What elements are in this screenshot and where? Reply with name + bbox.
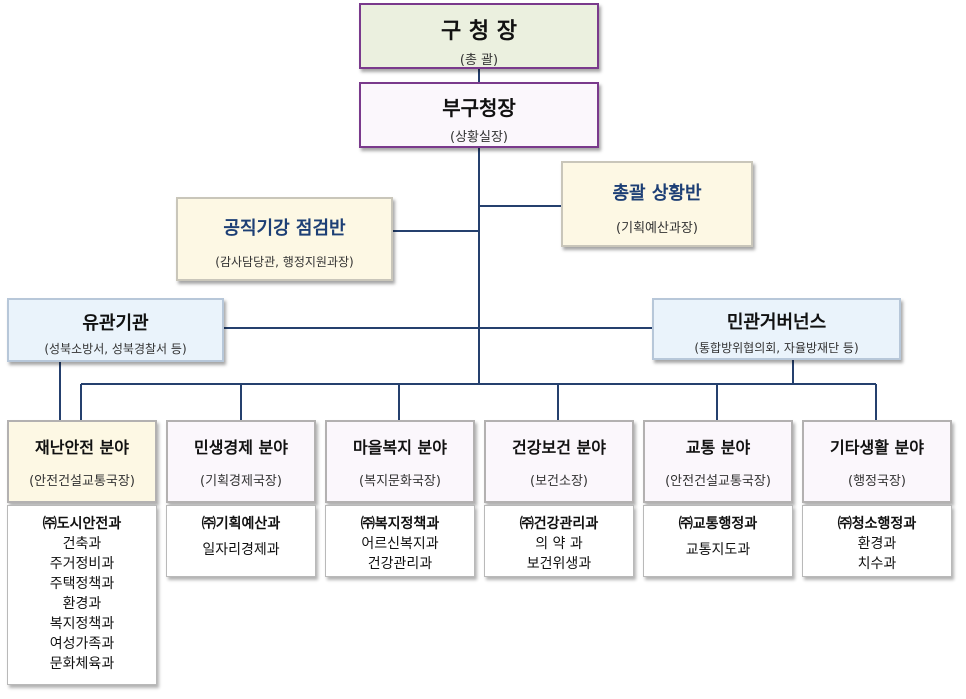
governance-box: 민관거버넌스 (통합방위협의회, 자율방재단 등)	[652, 298, 901, 360]
department-item: 건강관리과	[367, 556, 433, 572]
head-title: 구 청 장	[440, 19, 518, 44]
department-item: 환경과	[857, 536, 897, 552]
sector-title: 민생경제 분야	[194, 438, 288, 457]
department-list: ㈜기획예산과 일자리경제과	[166, 505, 316, 577]
sector-title: 교통 분야	[685, 438, 751, 457]
sector-head: (복지문화국장)	[359, 474, 441, 489]
related-agencies-title: 유관기관	[82, 313, 149, 334]
lead-department: ㈜교통행정과	[678, 516, 758, 532]
sector-title: 기타생활 분야	[830, 438, 924, 457]
sector-head: (보건소장)	[530, 474, 588, 489]
department-list: ㈜청소행정과 환경과 치수과	[802, 505, 952, 577]
department-list: ㈜복지정책과 어르신복지과 건강관리과	[325, 505, 475, 577]
lead-department: ㈜기획예산과	[201, 516, 281, 532]
sector-title: 재난안전 분야	[35, 438, 129, 457]
department-item: 어르신복지과	[361, 536, 439, 552]
department-item: 여성가족과	[49, 636, 115, 652]
department-item: 보건위생과	[526, 556, 592, 572]
department-item: 주거정비과	[49, 556, 115, 572]
connector-agencies-governance	[224, 327, 652, 329]
department-item: 문화체육과	[49, 656, 115, 672]
department-list: ㈜도시안전과 건축과 주거정비과 주택정책과 환경과 복지정책과 여성가족과 문…	[7, 505, 157, 685]
connector-sector-6	[875, 384, 877, 420]
department-list: ㈜건강관리과 의 약 과 보건위생과	[484, 505, 634, 577]
governance-title: 민관거버넌스	[726, 312, 827, 333]
situation-team-subtitle: (기획예산과장)	[616, 221, 698, 236]
sector-head: (행정국장)	[848, 474, 906, 489]
lead-department: ㈜건강관리과	[519, 516, 599, 532]
lead-department: ㈜청소행정과	[837, 516, 917, 532]
department-item: 치수과	[857, 556, 897, 572]
department-item: 주택정책과	[49, 576, 115, 592]
situation-team-title: 총괄 상황반	[612, 183, 702, 204]
head-subtitle: (총 괄)	[459, 53, 499, 68]
connector-sector-4	[557, 384, 559, 420]
connector-sector-5	[716, 384, 718, 420]
sector-box: 교통 분야 (안전건설교통국장)	[643, 420, 793, 503]
sector-title: 마을복지 분야	[353, 438, 447, 457]
connector-head-deputy	[478, 68, 480, 82]
connector-inspection-team	[393, 230, 479, 232]
sector-box: 마을복지 분야 (복지문화국장)	[325, 420, 475, 503]
department-item: 복지정책과	[49, 616, 115, 632]
sector-title: 건강보건 분야	[512, 438, 606, 457]
sector-head: (안전건설교통국장)	[29, 474, 135, 489]
connector-governance-down	[792, 360, 794, 384]
inspection-team-title: 공직기강 점검반	[223, 218, 346, 239]
lead-department: ㈜복지정책과	[360, 516, 440, 532]
sector-box: 민생경제 분야 (기획경제국장)	[166, 420, 316, 503]
department-item: 의 약 과	[535, 536, 583, 552]
department-list: ㈜교통행정과 교통지도과	[643, 505, 793, 577]
department-item: 건축과	[62, 536, 102, 552]
head-box: 구 청 장 (총 괄)	[359, 3, 599, 69]
deputy-title: 부구청장	[442, 96, 516, 120]
situation-team-box: 총괄 상황반 (기획예산과장)	[561, 161, 753, 247]
connector-sector-2	[240, 384, 242, 420]
related-agencies-box: 유관기관 (성북소방서, 성북경찰서 등)	[7, 298, 224, 362]
connector-sector-bus	[81, 383, 876, 385]
connector-sector-3	[398, 384, 400, 420]
sector-box: 건강보건 분야 (보건소장)	[484, 420, 634, 503]
lead-department: ㈜도시안전과	[42, 516, 122, 532]
related-agencies-subtitle: (성북소방서, 성북경찰서 등)	[44, 342, 187, 356]
department-item: 환경과	[62, 596, 102, 612]
inspection-team-subtitle: (감사담당관, 행정지원과장)	[215, 255, 354, 269]
connector-situation-team	[479, 205, 561, 207]
governance-subtitle: (통합방위협의회, 자율방재단 등)	[694, 341, 859, 355]
connector-agencies-down	[59, 362, 61, 420]
connector-main-vertical	[478, 146, 480, 384]
sector-head: (안전건설교통국장)	[665, 474, 771, 489]
department-item: 교통지도과	[685, 542, 751, 558]
inspection-team-box: 공직기강 점검반 (감사담당관, 행정지원과장)	[176, 197, 393, 281]
connector-sector-1	[80, 384, 82, 420]
sector-head: (기획경제국장)	[200, 474, 282, 489]
sector-box: 기타생활 분야 (행정국장)	[802, 420, 952, 503]
sector-box: 재난안전 분야 (안전건설교통국장)	[7, 420, 157, 503]
deputy-subtitle: (상황실장)	[450, 130, 508, 145]
department-item: 일자리경제과	[202, 542, 280, 558]
deputy-box: 부구청장 (상황실장)	[359, 82, 599, 148]
